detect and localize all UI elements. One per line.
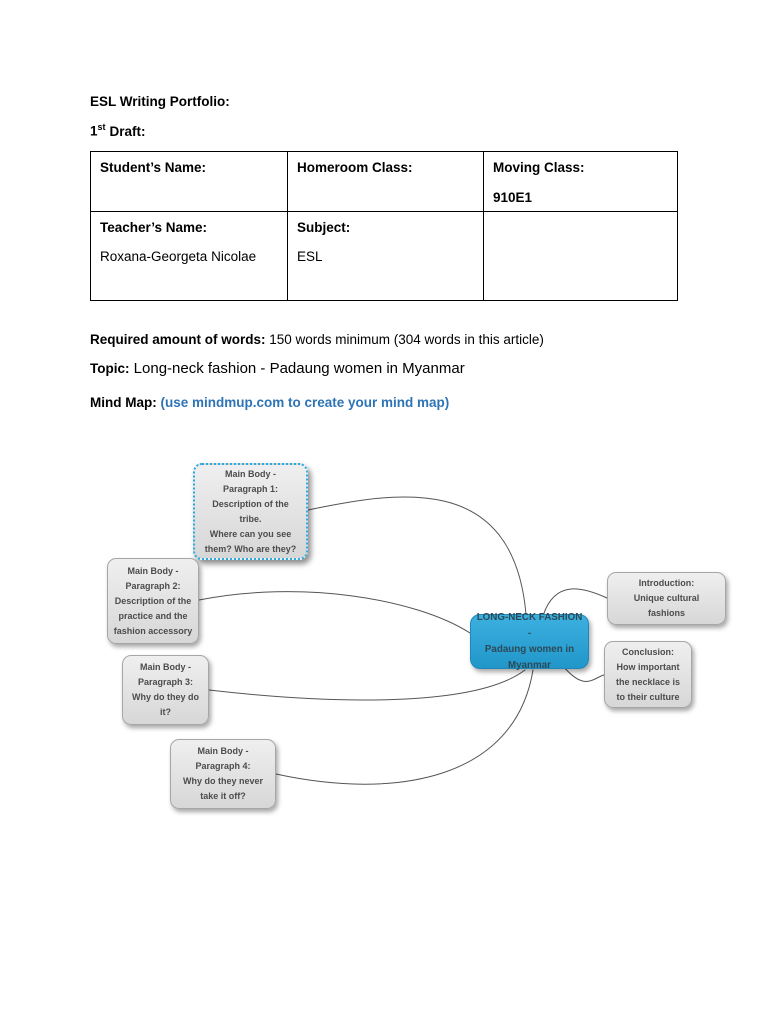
moving-class-label: Moving Class: (493, 160, 585, 175)
node-paragraph3-text: Main Body - Paragraph 3: Why do they do … (132, 662, 199, 717)
homeroom-class-label: Homeroom Class: (297, 160, 413, 175)
cell-teacher-name: Teacher’s Name: Roxana-Georgeta Nicolae (90, 211, 288, 301)
connector-paragraph3-root (208, 669, 526, 701)
subject-value: ESL (297, 249, 323, 264)
cell-student-name: Student’s Name: (90, 151, 288, 212)
connector-root-introduction (542, 588, 608, 617)
cell-moving-class: Moving Class: 910E1 (483, 151, 678, 212)
student-name-label: Student’s Name: (100, 160, 207, 175)
node-introduction-text: Introduction: Unique cultural fashions (633, 578, 700, 618)
root-node-text: LONG-NECK FASHION - Padaung women in Mya… (476, 611, 583, 671)
mind-map-line: Mind Map: (use mindmup.com to create you… (90, 395, 449, 410)
cell-subject: Subject: ESL (287, 211, 484, 301)
cell-empty (483, 211, 678, 301)
node-paragraph1-text: Main Body - Paragraph 1: Description of … (204, 468, 297, 554)
teacher-name-label: Teacher’s Name: (100, 220, 208, 235)
mind-map-node-paragraph4: Main Body - Paragraph 4: Why do they nev… (170, 739, 276, 809)
cell-homeroom-class: Homeroom Class: (287, 151, 484, 212)
required-words-line: Required amount of words: 150 words mini… (90, 332, 544, 347)
draft-number: 1 (90, 123, 98, 139)
connector-root-conclusion (562, 665, 605, 682)
node-paragraph4-text: Main Body - Paragraph 4: Why do they nev… (182, 746, 263, 801)
draft-label: Draft: (109, 123, 146, 139)
topic-label: Topic: (90, 361, 130, 376)
draft-ordinal-suffix: st (97, 122, 106, 132)
mind-map-node-paragraph1: Main Body - Paragraph 1: Description of … (193, 463, 308, 560)
node-paragraph2-text: Main Body - Paragraph 2: Description of … (113, 565, 193, 636)
mind-map-connectors (198, 496, 608, 785)
topic-line: Topic: Long-neck fashion - Padaung women… (90, 360, 465, 377)
doc-title: ESL Writing Portfolio: (90, 94, 230, 109)
connector-paragraph1-root (307, 496, 527, 615)
subject-label: Subject: (297, 220, 351, 235)
mind-map-root-node: LONG-NECK FASHION - Padaung women in Mya… (470, 612, 589, 671)
teacher-name-value: Roxana-Georgeta Nicolae (100, 249, 257, 264)
mind-map-node-paragraph2: Main Body - Paragraph 2: Description of … (107, 558, 199, 644)
student-info-table: Student’s Name: Homeroom Class: Moving C… (90, 151, 678, 301)
required-words-label: Required amount of words: (90, 332, 266, 347)
mind-map-node-conclusion: Conclusion: How important the necklace i… (604, 641, 692, 708)
mindmup-link[interactable]: (use mindmup.com to create your mind map… (156, 395, 450, 410)
mind-map: Main Body - Paragraph 1: Description of … (85, 440, 745, 820)
node-conclusion-text: Conclusion: How important the necklace i… (615, 646, 681, 702)
mind-map-label: Mind Map: (90, 395, 157, 410)
topic-value: Long-neck fashion - Padaung women in Mya… (129, 360, 465, 377)
required-words-value: 150 words minimum (304 words in this art… (265, 332, 544, 347)
connector-paragraph4-root (275, 669, 534, 785)
connector-paragraph2-root (198, 591, 471, 634)
moving-class-value: 910E1 (493, 190, 533, 205)
mind-map-node-introduction: Introduction: Unique cultural fashions (607, 572, 726, 625)
mind-map-node-paragraph3: Main Body - Paragraph 3: Why do they do … (122, 655, 209, 725)
